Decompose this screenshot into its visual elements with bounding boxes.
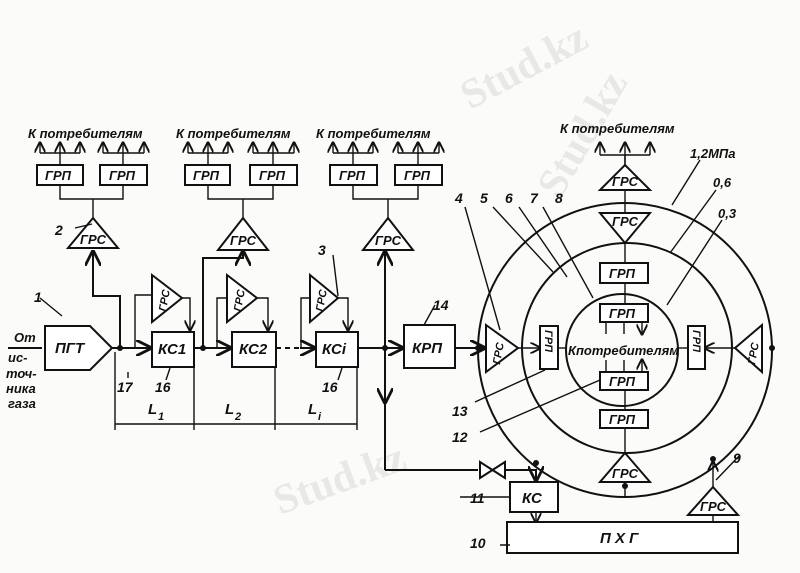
source-label: От ис- точ- ника газа (6, 330, 37, 411)
distance-dimensions (114, 352, 358, 430)
diagram-label: КС2 (239, 341, 268, 358)
diagram-label: L (148, 401, 157, 418)
diagram-label: ГРС (746, 341, 762, 366)
diagram-label: ГРП (259, 168, 286, 183)
diagram-label: 1 (34, 289, 42, 305)
diagram-label: ГРП (45, 168, 72, 183)
diagram-label: ГРС (230, 233, 257, 248)
diagram-label: КС1 (158, 341, 186, 358)
grs-left (485, 323, 520, 374)
diagram-label: ГРП (609, 266, 636, 281)
pressure-label-3: 0,3 (718, 206, 737, 221)
diagram-label: ГРС (80, 232, 107, 247)
compressor-station-kc (509, 481, 559, 513)
krp-unit (403, 324, 456, 369)
grs-top-ring (597, 212, 653, 245)
diagram-label: ГРП (609, 412, 636, 427)
diagram-label: ГРС (612, 466, 639, 481)
valve-icon (479, 460, 506, 480)
diagram-label: 5 (480, 190, 488, 206)
pressure-label-2: 0,6 (713, 175, 732, 190)
diagram-label: ГРС (700, 499, 727, 514)
grp-left (539, 325, 559, 370)
diagram-label: ГРП (193, 168, 220, 183)
diagram-label: 16 (155, 379, 171, 395)
diagram-label: 14 (433, 297, 449, 313)
grs-right (733, 322, 763, 375)
grs-bottom (597, 451, 653, 483)
grs-top-outer (597, 163, 653, 191)
grp-box (599, 262, 649, 284)
diagram-label: ГРП (690, 330, 702, 353)
diagram-label: ГРС (314, 288, 330, 313)
diagram-label: КС (522, 490, 543, 507)
diagram-label: 3 (318, 242, 326, 258)
diagram-label: 2 (234, 411, 241, 423)
diagram-label: ПГТ (55, 340, 86, 357)
grp-right (687, 325, 706, 370)
pressure-label-1: 1,2МПа (690, 146, 735, 161)
diagram-label: КСi (322, 341, 347, 358)
pgt-unit (44, 325, 114, 371)
diagram-label: ГРС (612, 174, 639, 189)
grp-box (599, 371, 649, 391)
grp-boxes-top: ГРП ГРП ГРП ГРП ГРП ГРП (36, 164, 443, 186)
diagram-label: 12 (452, 429, 468, 445)
diagram-label: газа (8, 396, 36, 411)
diagram-label: 4 (454, 190, 463, 206)
consumers-label-4: К потребителям (560, 121, 675, 136)
diagram-label: 8 (555, 190, 563, 206)
diagram-label: От (14, 330, 36, 345)
diagram-label: ГРП (109, 168, 136, 183)
diagram-label: 17 (117, 379, 134, 395)
diagram-label: 7 (530, 190, 539, 206)
diagram-label: ГРС (491, 341, 507, 366)
reference-numbers: 1 2 3 4 5 6 7 8 9 10 11 12 13 14 16 16 1… (34, 190, 741, 551)
diagram-label: 16 (322, 379, 338, 395)
diagram-label: L (308, 401, 317, 418)
diagram-label: ГРП (404, 168, 431, 183)
diagram-label: 10 (470, 535, 486, 551)
diagram-label: 9 (733, 450, 741, 466)
main-pipeline (8, 252, 536, 480)
diagram-label: Stud.kz (268, 434, 412, 524)
grs-storage (685, 485, 741, 516)
consumer-arrows (40, 143, 650, 155)
diagram-label: КРП (412, 340, 443, 357)
diagram-label: 6 (505, 190, 513, 206)
diagram-label: ис- (8, 350, 28, 365)
consumers-label-2: К потребителям (176, 126, 291, 141)
consumers-center-label: Кпотребителям (568, 343, 679, 358)
diagram-label: L (225, 401, 234, 418)
diagram-label: ГРС (375, 233, 402, 248)
grs-stations-top: ГРС ГРС ГРС (65, 216, 416, 251)
grp-box (599, 409, 649, 429)
diagram-label: 1 (158, 411, 164, 423)
diagram-label: i (318, 411, 322, 423)
diagram-label: ГРС (157, 288, 173, 313)
grp-box (599, 303, 649, 323)
underground-gas-storage (506, 521, 739, 554)
diagram-label: ГРП (542, 330, 554, 353)
diagram-label: ГРП (609, 306, 636, 321)
diagram-label: ника (6, 381, 36, 396)
diagram-label: ГРС (612, 214, 639, 229)
diagram-label: ГРС (232, 288, 248, 313)
grs-compressor-feeds: ГРС ГРС ГРС (134, 272, 348, 348)
diagram-label: 2 (54, 222, 63, 238)
diagram-label: точ- (6, 366, 37, 381)
diagram-label: 11 (470, 490, 485, 506)
diagram-label: 13 (452, 403, 468, 419)
diagram-label: ГРП (609, 374, 636, 389)
consumers-label-3: К потребителям (316, 126, 431, 141)
diagram-label: П Х Г (600, 530, 639, 547)
diagram-label: ГРП (339, 168, 366, 183)
consumers-label-1: К потребителям (28, 126, 143, 141)
watermark: Stud.kz Stud.kz Stud.kz (268, 14, 637, 524)
